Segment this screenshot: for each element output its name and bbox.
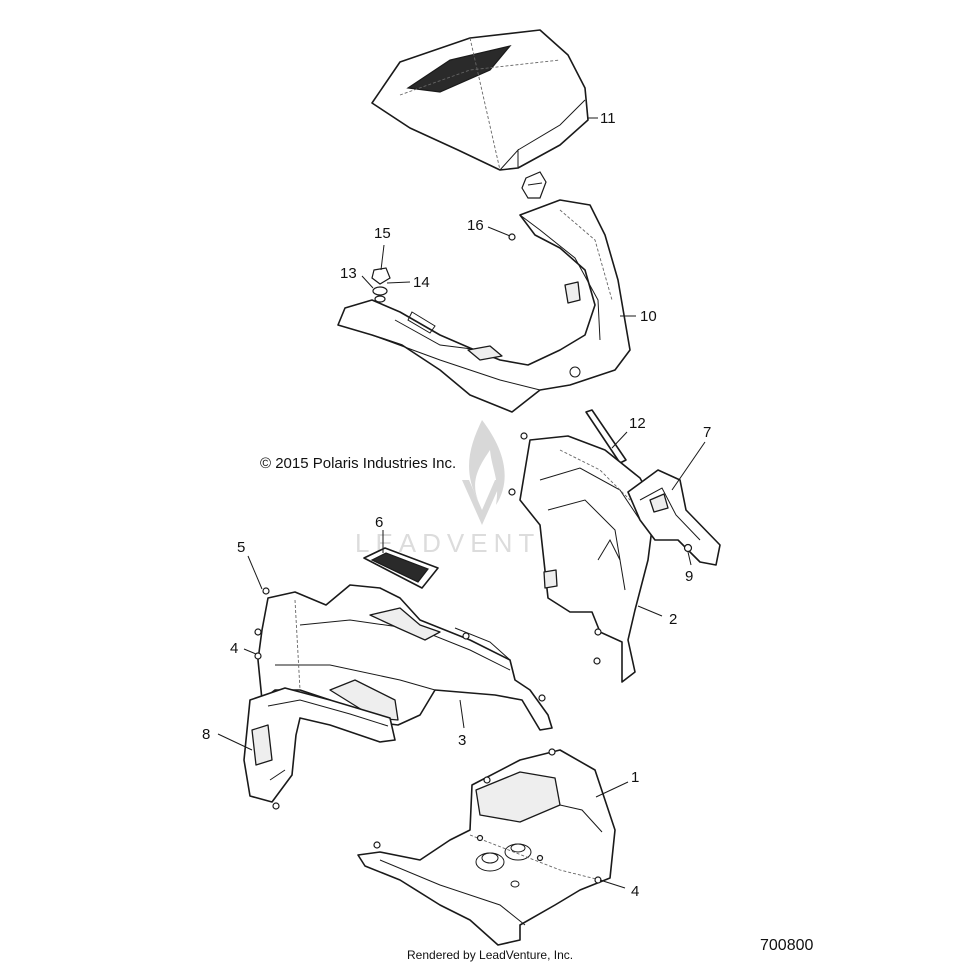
callout-7: 7	[703, 424, 711, 441]
callout-9: 9	[685, 568, 693, 585]
callout-1: 1	[631, 769, 639, 786]
callout-16: 16	[467, 217, 484, 234]
diagram-id: 700800	[760, 937, 813, 954]
part-1-floor-tub[interactable]	[357, 748, 616, 946]
part-7-side-bracket[interactable]	[627, 469, 721, 566]
callout-5: 5	[237, 539, 245, 556]
callout-2: 2	[669, 611, 677, 628]
callout-8: 8	[202, 726, 210, 743]
fastener-13-14[interactable]	[372, 286, 388, 303]
callout-10: 10	[640, 308, 657, 325]
callout-13: 13	[340, 265, 357, 282]
clip-under-11[interactable]	[521, 171, 547, 199]
fastener-9[interactable]	[683, 543, 693, 553]
callout-12: 12	[629, 415, 646, 432]
callout-4b: 4	[631, 883, 639, 900]
callout-15: 15	[374, 225, 391, 242]
copyright-notice: © 2015 Polaris Industries Inc.	[260, 455, 456, 472]
part-6-vent-grille[interactable]	[363, 547, 439, 589]
callout-11: 11	[600, 110, 616, 127]
callout-4a: 4	[230, 640, 238, 657]
callout-14: 14	[413, 274, 430, 291]
footer-credit: Rendered by LeadVenture, Inc.	[407, 948, 573, 962]
callout-3: 3	[458, 732, 466, 749]
part-12-bracket-rod[interactable]	[585, 409, 627, 464]
part-2-right-side-panel[interactable]	[508, 432, 656, 683]
callout-labels: 11 16 15 13 14 10 12 7 9 2 6 5 4 8 3 1 4	[202, 110, 711, 900]
leader-lines	[217, 117, 706, 889]
fastener-16[interactable]	[508, 233, 516, 241]
callout-6: 6	[375, 514, 383, 531]
part-8-left-side-panel[interactable]	[243, 687, 396, 810]
part-10-dash-upper-panel[interactable]	[337, 199, 631, 413]
part-11-top-cover[interactable]	[371, 29, 589, 171]
fastener-15[interactable]	[371, 267, 391, 285]
